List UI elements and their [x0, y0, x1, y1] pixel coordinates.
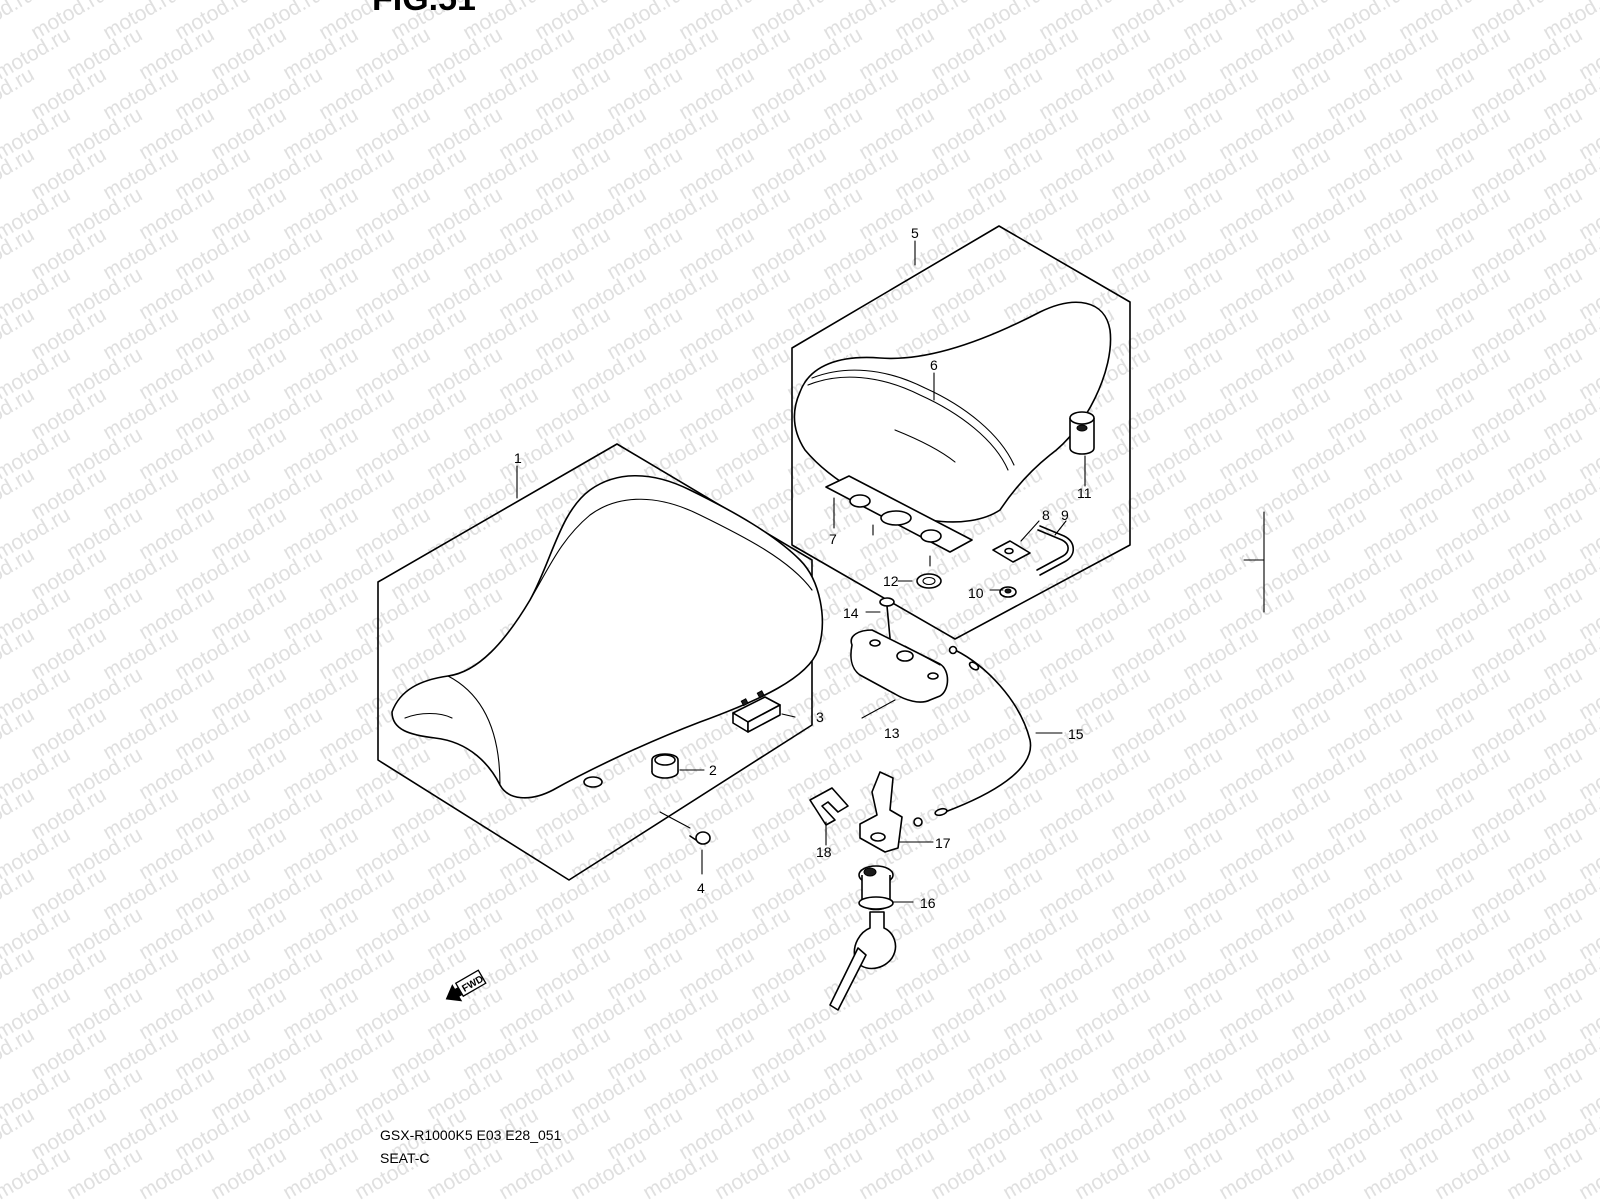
callout-17: 17 — [935, 835, 951, 851]
seat-cushion-small-part — [651, 753, 679, 779]
callout-18: 18 — [816, 844, 832, 860]
callout-10: 10 — [968, 585, 984, 601]
callout-3: 3 — [816, 709, 824, 725]
callout-6: 6 — [930, 357, 938, 373]
callout-2: 2 — [709, 762, 717, 778]
callout-12: 12 — [883, 573, 899, 589]
section-name: SEAT-C — [380, 1150, 430, 1166]
callout-1: 1 — [514, 450, 522, 466]
rear-seat-grommet-part — [916, 573, 942, 589]
figure-title: FIG.51 — [372, 0, 476, 18]
callout-4: 4 — [697, 880, 705, 896]
callout-5: 5 — [911, 225, 919, 241]
callout-13: 13 — [884, 725, 900, 741]
watermark-text: motod.ru — [1575, 0, 1600, 4]
front-seat-hook — [583, 776, 603, 788]
callout-9: 9 — [1061, 507, 1069, 523]
callout-16: 16 — [920, 895, 936, 911]
rear-seat-nut-part — [999, 586, 1017, 598]
model-code: GSX-R1000K5 E03 E28_051 — [380, 1127, 562, 1143]
callout-7: 7 — [829, 531, 837, 547]
callout-11: 11 — [1077, 485, 1092, 501]
callout-15: 15 — [1068, 726, 1084, 742]
callout-14: 14 — [843, 605, 859, 621]
rear-seat-bumper-part — [1069, 411, 1095, 455]
callout-8: 8 — [1042, 507, 1050, 523]
